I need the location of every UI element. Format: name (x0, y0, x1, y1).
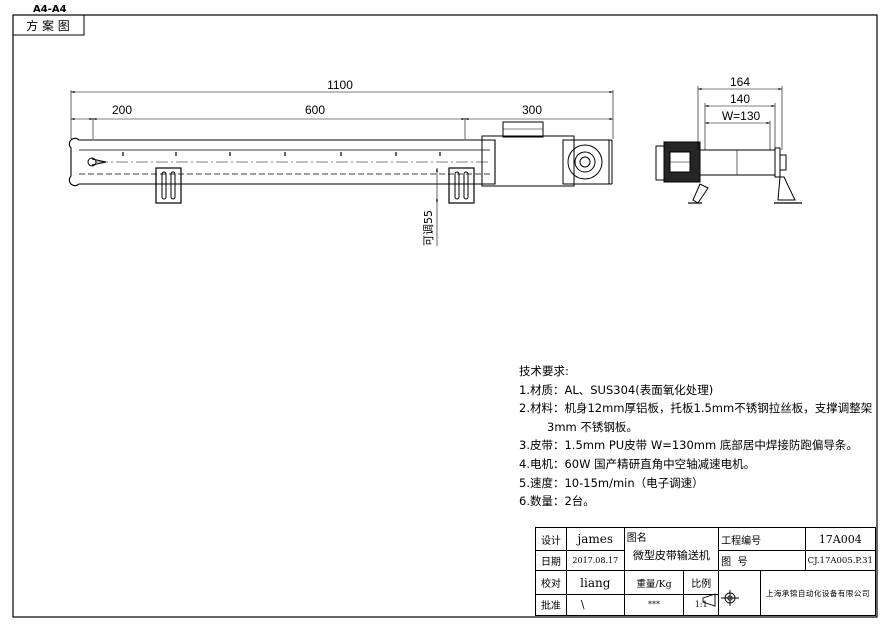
drawing-name-cell: 图名 微型皮带输送机 (623, 526, 720, 572)
side-roller (699, 149, 776, 176)
gear-box (562, 139, 610, 185)
dim-right-text: 300 (522, 103, 542, 117)
front-dimensions (70, 90, 614, 246)
drawing-no-value: CJ.17A005.P.31 (804, 550, 877, 572)
project-no-label: 工程编号 (718, 526, 806, 552)
side-stand-right (777, 176, 796, 201)
drawing-name-value: 微型皮带输送机 (632, 549, 710, 562)
idler-pulley (87, 157, 97, 167)
drive-housing (481, 135, 575, 187)
scale-label: 比例 (683, 570, 720, 595)
check-value: liang (565, 570, 625, 595)
side-end-plate (774, 147, 781, 178)
weight-label: 重量/Kg (623, 570, 685, 595)
side-dimensions (697, 86, 783, 150)
requirement-line: 6.数量：2台。 (519, 494, 595, 509)
scale-value: 1:1 (683, 593, 720, 617)
front-view (68, 121, 613, 204)
approve-label: 批准 (535, 593, 567, 617)
date-value: 2017.08.17 (565, 550, 625, 572)
requirement-line: 1.材质：AL、SUS304(表面氧化处理) (519, 382, 714, 397)
gear-shaft-inner (579, 156, 591, 168)
requirement-line: 2.材料：机身12mm厚铝板，托板1.5mm不锈钢拉丝板，支撑调整架 (519, 401, 873, 416)
gear-shaft-outer (567, 144, 603, 180)
drawing-name-label: 图名 (626, 533, 647, 544)
dim-belt-width-text: W=130 (722, 109, 761, 123)
project-no-value: 17A004 (804, 526, 877, 552)
requirement-line: 5.速度：10-15m/min（电子调速） (519, 475, 704, 490)
dim-left-text: 200 (112, 103, 132, 117)
side-motor-flange (655, 145, 665, 181)
drawing-type-label: 方 案 图 (26, 18, 70, 33)
support-stand-right (448, 167, 475, 204)
dim-total-text: 1100 (327, 78, 353, 92)
title-block: 设计 james 图名 微型皮带输送机 工程编号 17A004 日期 2017.… (535, 526, 877, 617)
requirement-line: 3.皮带：1.5mm PU皮带 W=130mm 底部居中焊接防跑偏导条。 (519, 438, 858, 453)
requirement-line: 4.电机：60W 国产精研直角中空轴减速电机。 (519, 456, 756, 471)
check-label: 校对 (535, 570, 567, 595)
requirement-line: 3mm 不锈钢板。 (547, 419, 638, 434)
sheet-size-label: A4-A4 (33, 4, 67, 15)
projection-cell (718, 570, 761, 616)
side-stand-left (692, 183, 709, 204)
support-stand-left (155, 167, 182, 204)
dim-side-frame-text: 140 (730, 92, 750, 106)
design-value: james (565, 526, 625, 552)
conveyor-body (68, 137, 496, 187)
dim-side-overall-text: 164 (730, 75, 750, 89)
tension-slot (91, 161, 107, 166)
gear-shaft-mid (574, 151, 596, 173)
motor-box (502, 121, 544, 138)
technical-requirements: 技术要求: 1.材质：AL、SUS304(表面氧化处理) 2.材料：机身12mm… (519, 362, 889, 511)
design-label: 设计 (535, 526, 567, 552)
dim-adjust-text: 可调55 (422, 210, 435, 246)
weight-value: *** (623, 593, 685, 617)
sheet-border (12, 14, 878, 618)
side-end-cap (779, 154, 787, 171)
company-name: 上海承锦自动化设备有限公司 (759, 570, 877, 616)
side-view (655, 141, 802, 204)
requirements-heading: 技术要求: (519, 364, 569, 378)
mounting-ticks (122, 152, 441, 156)
tension-slot (91, 158, 107, 163)
dim-mid-text: 600 (305, 103, 325, 117)
drawing-no-label: 图 号 (718, 550, 806, 572)
approve-value: \ (565, 593, 625, 617)
drawing-type-box (12, 14, 85, 36)
date-label: 日期 (535, 550, 567, 572)
